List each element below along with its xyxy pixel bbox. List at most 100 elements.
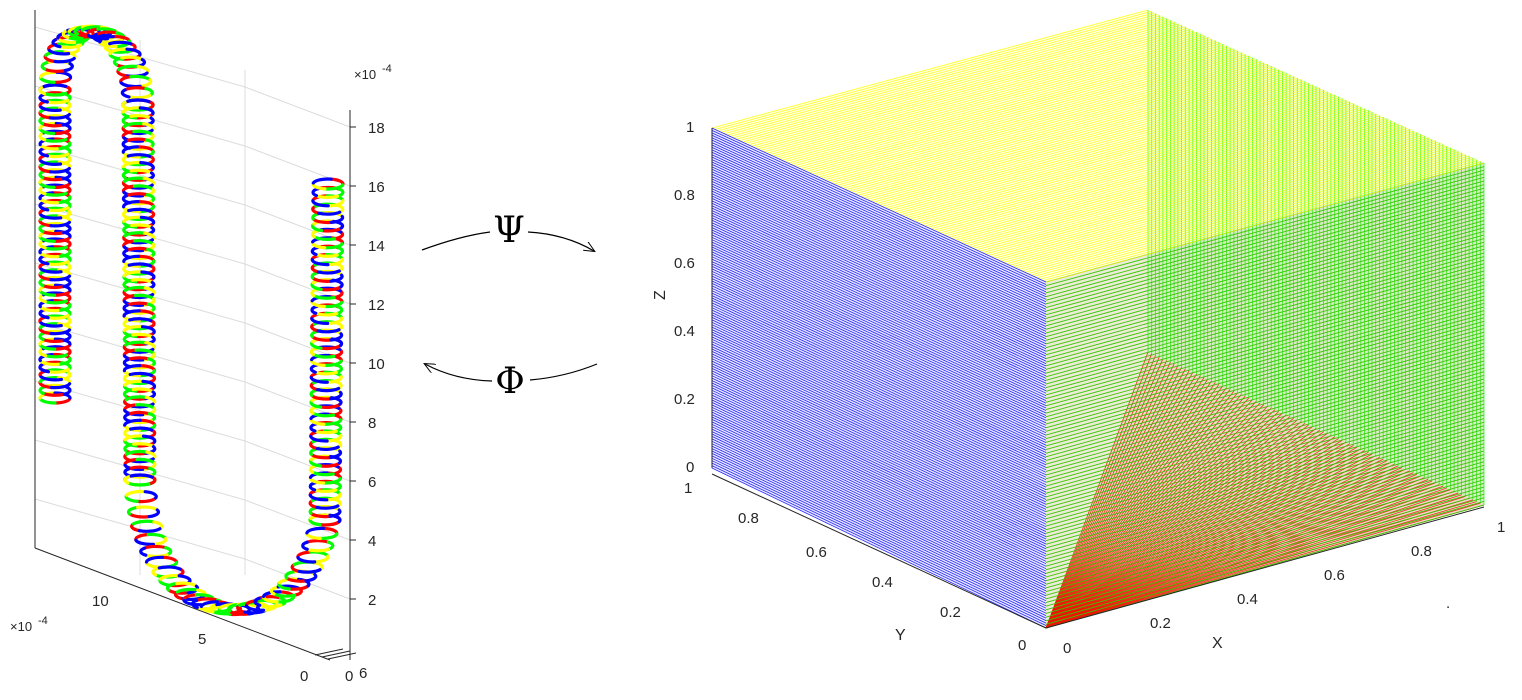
helix-ring-segment	[121, 169, 133, 180]
hatch-line	[1045, 431, 1324, 629]
helix-ring-segment	[56, 356, 72, 366]
hatch-line	[711, 159, 1047, 315]
hatch-line	[1045, 429, 1320, 629]
hatch-line	[711, 409, 1047, 570]
helix-ring-segment	[137, 527, 162, 533]
hatch-line	[711, 176, 1047, 332]
helix-ring	[122, 332, 156, 346]
hatch-line	[1045, 400, 1485, 523]
hatch-line	[787, 44, 1225, 164]
hatch-line	[1045, 180, 1485, 301]
helix-ring-segment	[126, 481, 151, 487]
helix-ring-segment	[55, 141, 72, 151]
hatch-line	[711, 312, 1047, 471]
hatch-line	[1045, 411, 1485, 534]
helix-ring-segment	[314, 311, 339, 317]
hatch-line	[711, 355, 1047, 515]
hatch-line	[711, 127, 1047, 283]
hatch-line	[772, 37, 1210, 157]
hatch-line	[711, 448, 1047, 609]
hatch-line	[711, 217, 1047, 374]
hatch-line	[1045, 360, 1168, 629]
helix-ring-segment	[141, 461, 157, 471]
hatch-line	[711, 173, 1047, 330]
hatch-line	[1030, 155, 1469, 276]
cube-z-tick: 0	[686, 459, 694, 476]
helix-ring	[123, 473, 157, 487]
hatch-line	[711, 280, 1047, 439]
hatch-line	[1045, 353, 1485, 476]
hatch-line	[711, 353, 1047, 513]
hatch-line	[863, 79, 1301, 199]
left-x-tick: 5	[198, 631, 206, 648]
helix-ring-segment	[127, 465, 152, 471]
helix-ring-segment	[284, 569, 298, 580]
helix-ring-segment	[140, 270, 156, 280]
hatch-line	[839, 68, 1277, 188]
cube-faces	[711, 9, 1485, 629]
hatch-line	[711, 154, 1047, 310]
helix-ring-segment	[329, 214, 345, 224]
hatch-line	[1045, 349, 1485, 472]
hatch-line	[1045, 256, 1485, 378]
helix-ring-segment	[123, 231, 147, 238]
hatch-line	[1045, 310, 1485, 432]
helix-ring-segment	[151, 537, 168, 546]
helix-ring-segment	[39, 159, 63, 166]
hatch-line	[1045, 375, 1485, 498]
hatch-line	[833, 65, 1271, 185]
helix-ring-segment	[127, 262, 152, 268]
hatch-line	[711, 309, 1047, 468]
helix-ring-segment	[62, 277, 72, 289]
helix-ring-segment	[308, 481, 317, 492]
cube-x-tick: 0	[1063, 640, 1071, 657]
helix-ring-segment	[305, 539, 330, 544]
helix-ring-segment	[38, 363, 50, 374]
hatch-line	[1045, 432, 1485, 556]
hatch-line	[711, 183, 1047, 340]
helix-ring-segment	[62, 224, 72, 235]
hatch-line	[711, 411, 1047, 572]
left-x-multiplier-exponent: -4	[38, 615, 48, 627]
helix-ring-segment	[48, 113, 71, 120]
hatch-line	[1045, 292, 1485, 414]
helix-ring-segment	[322, 418, 343, 426]
cube-x-tick: 0.8	[1411, 543, 1432, 560]
hatch-line	[711, 438, 1047, 599]
helix-ring-segment	[123, 285, 147, 292]
hatch-line	[711, 358, 1047, 518]
helix-ring-segment	[46, 314, 70, 320]
helix-ring-segment	[311, 199, 330, 208]
hatch-line	[918, 104, 1356, 224]
helix-ring-segment	[63, 62, 74, 73]
hatch-line	[711, 368, 1047, 528]
hatch-line	[1045, 241, 1485, 363]
helix-ring-segment	[122, 200, 140, 209]
hatch-line	[711, 134, 1047, 290]
cube-y-tick: 0.2	[940, 604, 961, 621]
hatch-line	[1045, 346, 1485, 469]
hatch-line	[1045, 299, 1485, 421]
hatch-line	[945, 116, 1384, 237]
helix-ring-segment	[121, 145, 139, 154]
helix-ring	[305, 526, 339, 541]
hatch-line	[1006, 144, 1445, 265]
helix-ring-segment	[326, 199, 345, 208]
psi-arrow-right-segment	[527, 231, 594, 251]
hatch-line	[1045, 501, 1485, 625]
hatch-line	[711, 137, 1047, 293]
helix-ring-segment	[58, 155, 72, 166]
hatch-line	[711, 161, 1047, 317]
helix-ring-segment	[125, 47, 142, 57]
hatch-line	[711, 229, 1047, 387]
helix-ring-segment	[313, 370, 339, 376]
hatch-line	[1045, 216, 1485, 337]
hatch-line	[711, 363, 1047, 523]
helix-ring-segment	[46, 206, 70, 213]
left-y-tick-mark	[314, 648, 344, 656]
hatch-line	[1045, 234, 1485, 356]
helix-ring-segment	[53, 56, 76, 64]
hatch-line	[711, 258, 1047, 416]
helix-ring-segment	[127, 207, 152, 213]
helix-ring-segment	[121, 114, 133, 125]
